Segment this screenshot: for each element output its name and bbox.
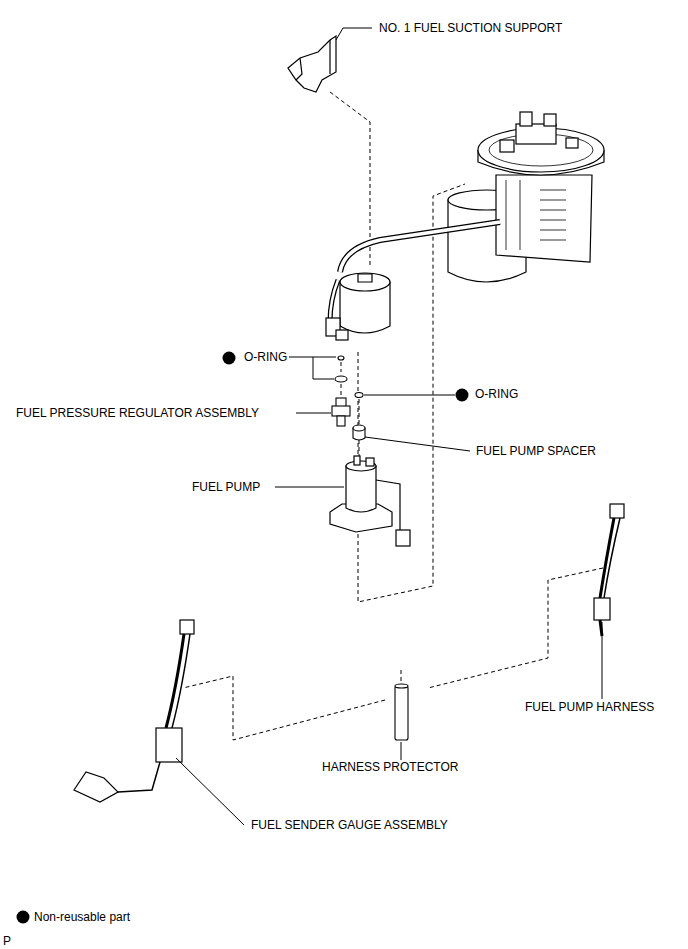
leader-line [176,758,244,825]
leader-line [343,28,372,29]
fuel-pump [376,480,400,530]
part-label: FUEL PRESSURE REGULATOR ASSEMBLY [15,406,260,420]
o-ring [335,376,347,382]
pump-spacer [353,425,365,440]
sender-gauge [180,620,194,634]
pump-module [566,138,578,148]
leader-line [313,357,334,379]
o-ring [335,356,363,398]
pump-module [544,114,556,126]
pressure-regulator [337,416,345,426]
leader-line [336,28,343,40]
leader-line [602,622,603,699]
part-label: O-RING [243,350,288,364]
fuel-filter [340,273,390,291]
fuel-hose [340,222,500,272]
pump-module [506,180,507,250]
non-reusable-mark [223,352,236,365]
fuel-hose [330,280,338,322]
pump-module [540,200,566,201]
fuel-filter [326,273,390,340]
suction-support [329,40,330,74]
pump-module [540,190,566,191]
leader-line [365,437,470,451]
dashed-guide [401,670,402,684]
part-label: FUEL PUMP HARNESS [524,700,655,714]
o-ring [355,393,363,398]
pressure-regulator [332,398,350,426]
o-ring [338,356,344,360]
pump-module [520,180,521,250]
sender-gauge [172,634,190,728]
fuel-filter [358,274,372,282]
pump-module [496,175,592,262]
pump-module [516,124,556,144]
part-label: FUEL SENDER GAUGE ASSEMBLY [250,818,449,832]
suction-support [296,58,302,80]
part-label: FUEL PUMP SPACER [475,444,597,458]
part-label: FUEL PUMP [191,480,261,494]
suction-support [288,36,336,92]
fuel-hose [330,280,338,322]
legend-symbol [17,911,30,924]
pump-module [540,230,566,231]
legend-text: Non-reusable part [33,910,131,924]
fuel-pump [396,530,410,546]
fuel-pump [346,466,376,512]
pump-module [540,210,566,211]
pump-module [448,112,604,282]
pump-module [540,240,566,241]
dashed-guide [359,440,360,456]
fuel-pump-harness [604,518,620,598]
pump-spacer [353,425,365,431]
leader-line [275,487,344,488]
harness-protector [395,684,408,688]
suction-support [288,36,336,92]
fuel-hose [340,222,500,272]
dashed-guide [428,568,603,688]
leader-line [296,413,331,414]
leader-line [401,742,402,760]
fuel-pump [366,458,374,466]
fuel-pump [354,456,360,465]
dashed-guide [330,92,370,268]
fuel-filter [336,330,348,340]
sender-gauge [74,772,118,802]
harness-protector [395,684,408,740]
sender-gauge [156,728,182,762]
dashed-guide [341,384,342,398]
fuel-pump-harness [594,504,624,636]
part-label: HARNESS PROTECTOR [321,760,459,774]
leader-line [364,395,455,396]
pump-module [500,140,514,152]
dashed-guide [359,399,360,425]
pump-module [520,112,532,126]
sender-gauge [118,762,160,792]
part-label: NO. 1 FUEL SUCTION SUPPORT [378,21,563,35]
dashed-guide [341,362,342,372]
pump-module [540,220,566,221]
harness-protector [395,686,408,740]
fuel-pump [330,456,410,546]
non-reusable-mark [456,389,469,402]
figure-code: P [2,934,12,948]
part-label: O-RING [474,387,519,401]
dashed-guide [183,676,385,740]
fuel-pump-harness [594,598,610,620]
sender-gauge [74,620,194,802]
fuel-pump-harness [610,504,624,518]
pressure-regulator [332,406,350,416]
pump-module [506,180,566,250]
